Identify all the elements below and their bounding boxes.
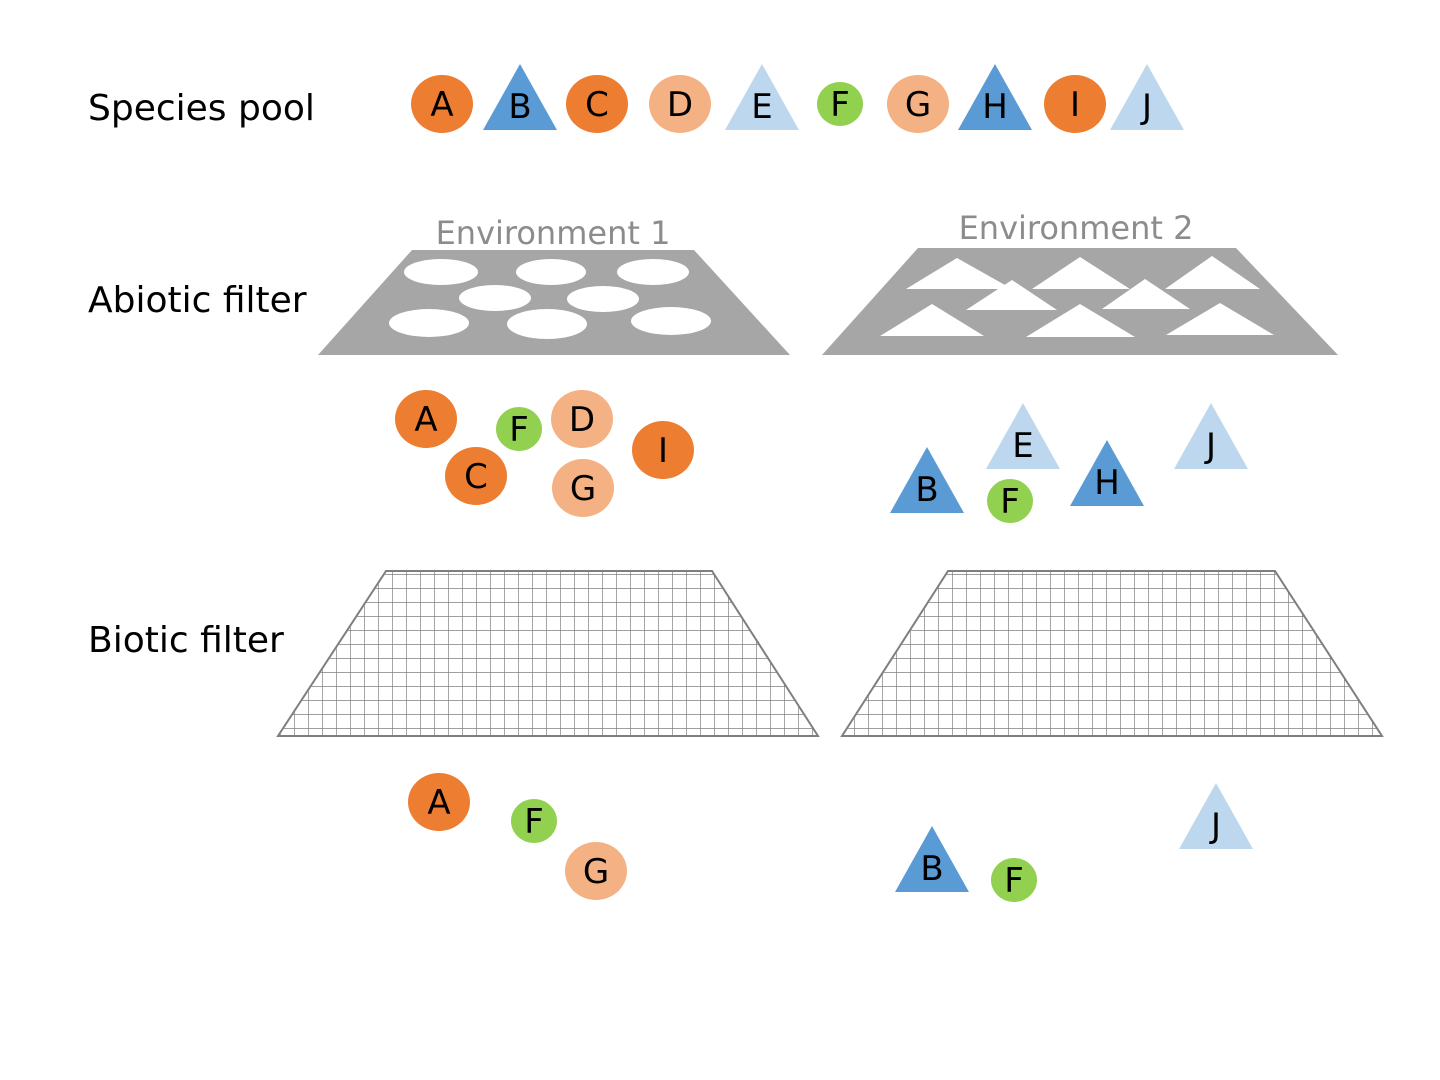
circle-marker	[1044, 75, 1106, 133]
species-label: D	[569, 400, 595, 440]
abiotic-filter-environment-1	[318, 250, 790, 355]
biotic-environment-1-species-a: A	[408, 773, 470, 831]
species-label: F	[524, 802, 544, 842]
abiotic-environment-2-species-e: E	[986, 403, 1060, 469]
species-label: D	[667, 85, 693, 125]
circle-marker	[649, 75, 711, 133]
species-label: C	[585, 85, 609, 125]
triangle-marker	[1174, 403, 1248, 469]
abiotic-environment-2-species-f: F	[987, 479, 1033, 523]
environment-1-title: Environment 1	[436, 214, 671, 252]
triangle-marker	[725, 64, 799, 130]
biotic-environment-1-species-f: F	[511, 799, 557, 843]
circle-marker	[566, 75, 628, 133]
triangle-marker	[483, 64, 557, 130]
species-label: I	[658, 431, 668, 471]
circle-marker	[632, 421, 694, 479]
species-label: E	[751, 87, 772, 127]
species-label: B	[920, 849, 943, 889]
abiotic-filter-environment-2	[822, 248, 1338, 355]
circle-marker	[565, 842, 627, 900]
pool-species-i: I	[1044, 75, 1106, 133]
abiotic-environment-2-species-b: B	[890, 447, 964, 513]
circle-marker	[445, 447, 507, 505]
pool-species-b: B	[483, 64, 557, 130]
abiotic-environment-1-species-a: A	[395, 390, 457, 448]
triangle-marker	[890, 447, 964, 513]
biotic-filter-environment-1	[276, 570, 820, 737]
circle-marker	[987, 479, 1033, 523]
biotic-environment-2-species-f: F	[991, 858, 1037, 902]
abiotic-environment-1-species-f: F	[496, 407, 542, 451]
species-label: F	[1004, 861, 1024, 901]
circle-marker	[496, 407, 542, 451]
biotic-filter-environment-2	[840, 570, 1384, 737]
abiotic-environment-1-species-d: D	[551, 390, 613, 448]
species-label: G	[905, 85, 931, 125]
abiotic-environment-2-species-h: H	[1070, 440, 1144, 506]
triangle-marker	[958, 64, 1032, 130]
species-label: J	[1209, 806, 1221, 846]
pool-species-g: G	[887, 75, 949, 133]
circle-marker	[887, 75, 949, 133]
pool-species-h: H	[958, 64, 1032, 130]
abiotic-environment-2-species-j: J	[1174, 403, 1248, 469]
species-label: J	[1140, 87, 1152, 127]
species-label: F	[1000, 482, 1020, 522]
species-label: A	[414, 400, 437, 440]
biotic-environment-2-species-b: B	[895, 826, 969, 892]
species-label: F	[509, 410, 529, 450]
abiotic-environment-1-species-c: C	[445, 447, 507, 505]
species-label: G	[570, 469, 596, 509]
abiotic-environment-1-species-i: I	[632, 421, 694, 479]
triangle-marker	[1070, 440, 1144, 506]
species-label: H	[1094, 463, 1120, 503]
abiotic-environment-1-species-g: G	[552, 459, 614, 517]
species-label: F	[830, 85, 850, 125]
circle-marker	[551, 390, 613, 448]
species-label: A	[430, 85, 453, 125]
pool-species-a: A	[411, 75, 473, 133]
row-label-abiotic-filter: Abiotic filter	[88, 280, 307, 321]
species-label: C	[464, 457, 488, 497]
circle-marker	[408, 773, 470, 831]
species-label: I	[1070, 85, 1080, 125]
triangle-marker	[986, 403, 1060, 469]
triangle-marker	[895, 826, 969, 892]
pool-species-j: J	[1110, 64, 1184, 130]
circle-marker	[411, 75, 473, 133]
circle-marker	[511, 799, 557, 843]
circle-marker	[991, 858, 1037, 902]
circle-marker	[817, 82, 863, 126]
row-label-biotic-filter: Biotic filter	[88, 620, 284, 661]
circle-marker	[552, 459, 614, 517]
species-label: E	[1012, 426, 1033, 466]
species-label: G	[583, 852, 609, 892]
circle-marker	[395, 390, 457, 448]
row-label-species-pool: Species pool	[88, 88, 315, 129]
pool-species-d: D	[649, 75, 711, 133]
triangle-marker	[1179, 783, 1253, 849]
pool-species-e: E	[725, 64, 799, 130]
environment-2-title: Environment 2	[959, 209, 1194, 247]
species-label: J	[1204, 426, 1216, 466]
species-label: H	[982, 87, 1008, 127]
biotic-environment-2-species-j: J	[1179, 783, 1253, 849]
species-label: B	[508, 87, 531, 127]
pool-species-f: F	[817, 82, 863, 126]
pool-species-c: C	[566, 75, 628, 133]
species-label: B	[915, 470, 938, 510]
biotic-environment-1-species-g: G	[565, 842, 627, 900]
triangle-marker	[1110, 64, 1184, 130]
species-label: A	[427, 783, 450, 823]
